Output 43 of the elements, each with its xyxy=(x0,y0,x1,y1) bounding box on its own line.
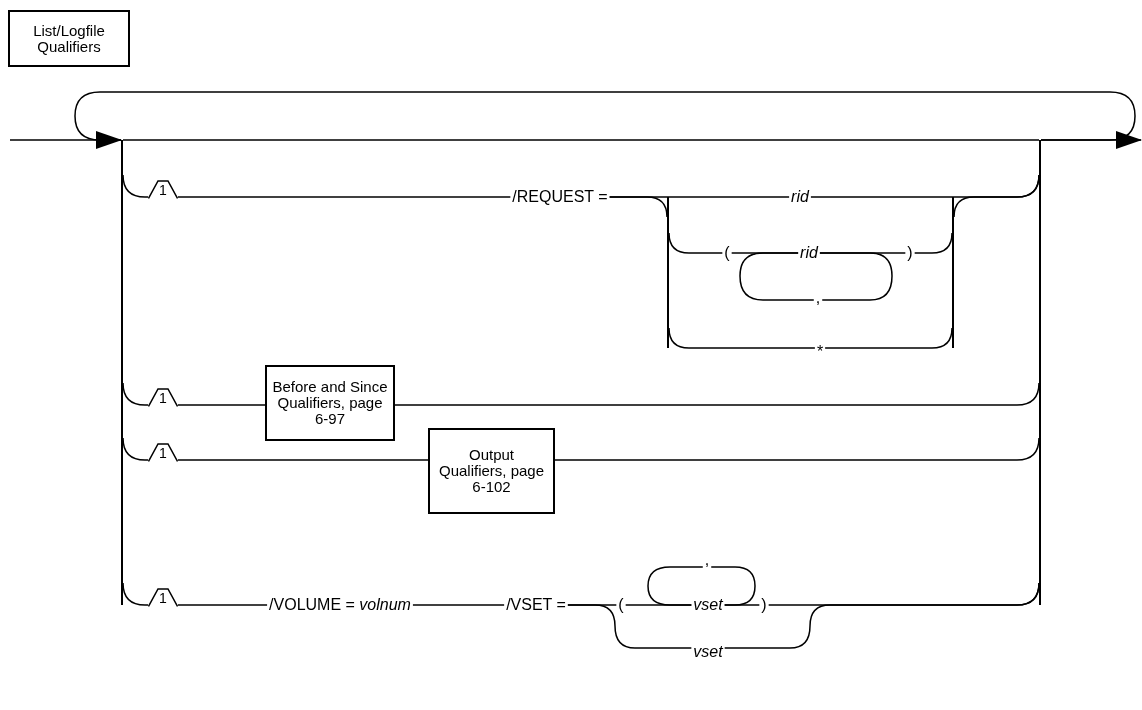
track-line xyxy=(608,196,668,218)
arrow xyxy=(1040,131,1142,149)
track-line xyxy=(74,91,1136,141)
track-line xyxy=(567,604,693,649)
track-line xyxy=(913,232,953,254)
track-line xyxy=(177,604,268,606)
track-line xyxy=(122,174,149,198)
track-line xyxy=(819,252,893,301)
track-line xyxy=(412,604,505,606)
track-line xyxy=(394,382,1040,406)
parenthesis-text: ( xyxy=(616,596,626,614)
track-line xyxy=(710,566,756,606)
keyword-text: /VSET = xyxy=(504,596,568,614)
parameter-text: vset xyxy=(691,596,725,614)
track-line xyxy=(122,582,149,606)
track-line xyxy=(122,437,149,461)
track-line xyxy=(554,437,1040,461)
parameter-text: rid xyxy=(798,244,820,262)
track-line xyxy=(177,196,512,198)
track-line xyxy=(668,232,724,254)
track-line xyxy=(668,327,816,349)
parenthesis-text: ( xyxy=(722,244,732,262)
reference-box: Before and Since Qualifiers, page 6-97 xyxy=(265,365,395,441)
track-line xyxy=(647,566,704,606)
separator-text: , xyxy=(702,551,712,569)
separator-text: , xyxy=(813,289,823,307)
track-line xyxy=(723,582,1040,649)
track-line xyxy=(122,139,1040,141)
parameter-text: rid xyxy=(789,188,811,206)
wildcard-text: * xyxy=(814,343,826,361)
keyword-text: /REQUEST = xyxy=(510,188,610,206)
track-line xyxy=(177,459,429,461)
track-line xyxy=(739,252,815,301)
keyword-text: /VOLUME = volnum xyxy=(267,596,413,614)
track-line xyxy=(824,327,953,349)
heading-box: List/Logfile Qualifiers xyxy=(8,10,130,67)
parenthesis-text: ) xyxy=(759,596,769,614)
track-line xyxy=(177,404,266,406)
parameter-text: vset xyxy=(691,643,725,661)
reference-box: Output Qualifiers, page 6-102 xyxy=(428,428,555,514)
track-line xyxy=(122,382,149,406)
parenthesis-text: ) xyxy=(905,244,915,262)
track-line xyxy=(953,174,1040,218)
